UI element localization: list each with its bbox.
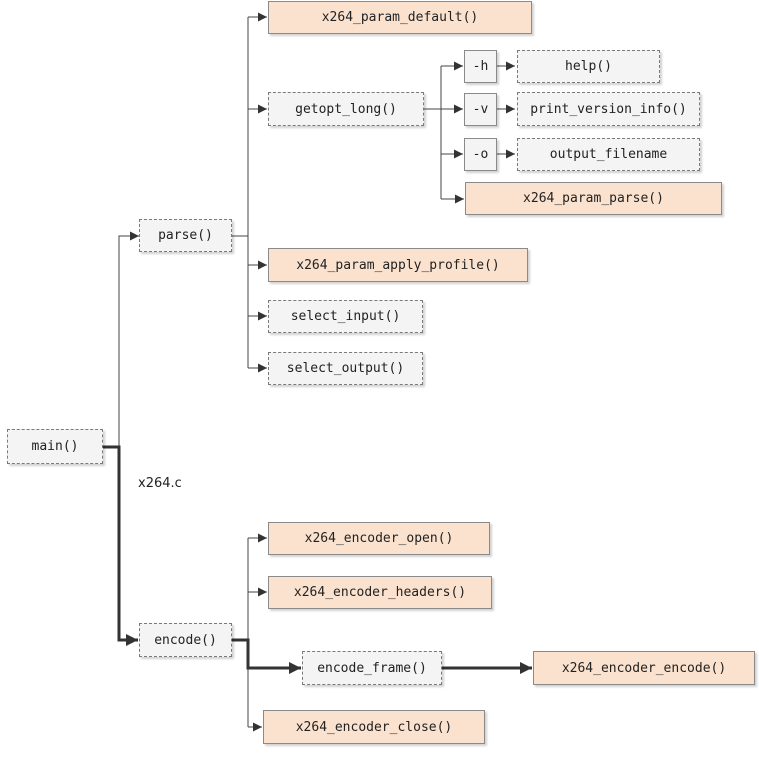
x264-encoder-open-node: x264_encoder_open() — [268, 522, 490, 555]
select-output-node: select_output() — [268, 352, 423, 385]
x264-param-parse-node: x264_param_parse() — [465, 182, 722, 215]
x264-encoder-encode-node: x264_encoder_encode() — [533, 651, 755, 685]
file-label: x264.c — [138, 476, 182, 491]
option-v-node: -v — [464, 93, 497, 126]
x264-encoder-close-node: x264_encoder_close() — [263, 710, 485, 744]
getopt-long-node: getopt_long() — [268, 92, 424, 126]
parse-node: parse() — [139, 219, 232, 252]
print-version-info-node: print_version_info() — [517, 92, 700, 126]
encode-node: encode() — [139, 623, 232, 657]
option-o-node: -o — [464, 138, 497, 171]
main-node: main() — [7, 429, 103, 464]
x264-param-apply-profile-node: x264_param_apply_profile() — [268, 248, 528, 282]
x264-encoder-headers-node: x264_encoder_headers() — [268, 576, 492, 609]
x264-param-default-node: x264_param_default() — [268, 1, 532, 34]
select-input-node: select_input() — [268, 300, 423, 333]
help-node: help() — [517, 50, 660, 83]
output-filename-node: output_filename — [517, 138, 700, 171]
encode-frame-node: encode_frame() — [302, 651, 442, 685]
option-h-node: -h — [464, 50, 497, 83]
